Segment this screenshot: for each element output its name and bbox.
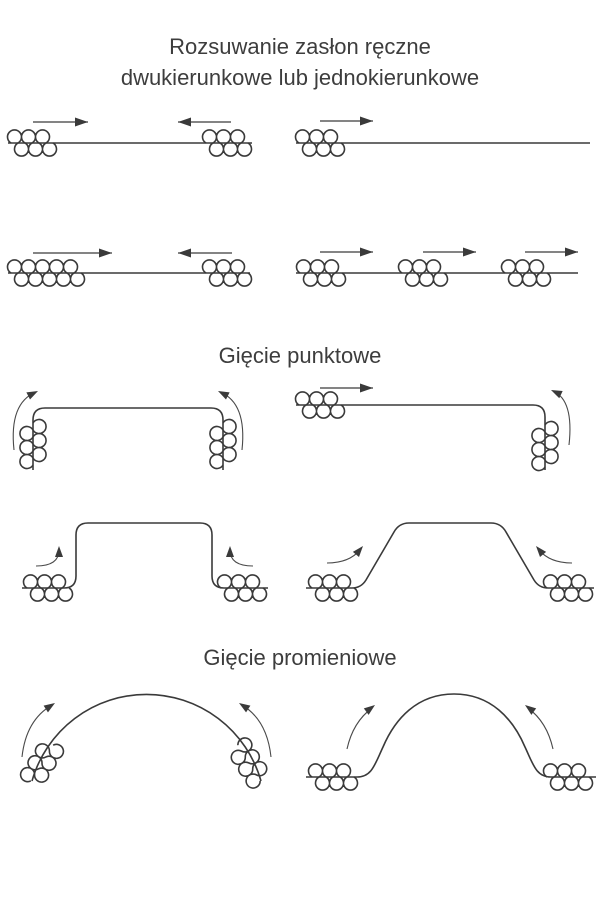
curtain-stack-coil-icon	[216, 574, 268, 602]
bend-direction-arrow-icon	[525, 705, 554, 750]
arrowhead-icon	[360, 383, 373, 393]
curtain-stack-coil-icon	[201, 129, 253, 157]
diagram-radius-curved-track	[19, 693, 272, 789]
main-title-line-1: Rozsuwanie zasłon ręczne	[169, 34, 431, 59]
curtain-stack-coil-icon	[295, 259, 347, 287]
direction-arrow-icon	[33, 117, 88, 127]
diagram-track-raised-center-right-angle-bends	[22, 522, 268, 602]
arrowhead-icon	[565, 247, 578, 257]
curtain-stack-coil-icon	[542, 763, 594, 791]
main-title-line-2: dwukierunkowe lub jednokierunkowe	[120, 65, 480, 90]
arrowhead-icon	[226, 546, 234, 557]
curtain-stack-coil-icon	[19, 743, 65, 783]
bend-direction-arrow-icon	[326, 546, 363, 564]
arrowhead-icon	[463, 247, 476, 257]
curtain-stack-coil-icon	[19, 743, 65, 783]
arrow-shaft	[229, 549, 254, 567]
arrowhead-icon	[178, 117, 191, 127]
arrow-shaft	[21, 704, 53, 758]
curtain-stack-coil-icon	[397, 259, 449, 287]
direction-arrow-icon	[320, 116, 373, 126]
arrowhead-icon	[178, 248, 191, 258]
curtain-stack-coil-icon	[531, 420, 559, 472]
diagram-arched-track-straight-ends	[306, 693, 596, 791]
bend-direction-arrow-icon	[12, 391, 38, 451]
diagram-track-both-ends-bent-90	[12, 391, 244, 470]
bend-direction-arrow-icon	[21, 703, 55, 758]
arrowhead-icon	[55, 546, 63, 557]
curtain-stack-coil-icon	[19, 418, 47, 470]
curtain-stack-coil-icon	[542, 574, 594, 602]
curtain-stack-coil-icon	[307, 574, 359, 602]
track-line	[22, 522, 268, 589]
section-title-radial-bending: Gięcie promieniowe	[203, 645, 397, 670]
direction-arrow-icon	[320, 383, 373, 393]
bend-direction-arrow-icon	[346, 705, 375, 750]
diagram-one-sided-opening-track	[294, 116, 590, 157]
arrowhead-icon	[43, 703, 55, 713]
arrowhead-icon	[551, 390, 563, 399]
bend-direction-arrow-icon	[35, 546, 63, 567]
curtain-stack-coil-icon	[230, 737, 268, 789]
main-title: Rozsuwanie zasłon ręczne dwukierunkowe l…	[0, 31, 600, 93]
curtain-stack-coil-icon	[6, 259, 86, 287]
arrow-shaft	[35, 549, 60, 567]
curtain-stack-coil-icon	[209, 418, 237, 470]
direction-arrow-icon	[320, 247, 373, 257]
diagram-track-raised-center-angled-bends	[306, 522, 594, 602]
curtain-stack-coil-icon	[6, 129, 58, 157]
arrowhead-icon	[360, 116, 373, 126]
curtain-stack-coil-icon	[230, 737, 268, 789]
curtain-stack-coil-icon	[294, 129, 346, 157]
bend-direction-arrow-icon	[226, 546, 254, 567]
arrowhead-icon	[363, 705, 375, 715]
curtain-stack-coil-icon	[22, 574, 74, 602]
diagram-two-sided-center-opening-track	[6, 117, 253, 157]
diagram-multi-panel-one-direction-track	[295, 247, 578, 287]
section-title-point-bending: Gięcie punktowe	[218, 343, 382, 368]
bend-direction-arrow-icon	[239, 703, 272, 758]
arrowhead-icon	[536, 546, 547, 557]
bend-direction-arrow-icon	[551, 390, 571, 446]
track-line	[306, 693, 596, 778]
direction-arrow-icon	[178, 248, 232, 258]
arrowhead-icon	[218, 391, 230, 400]
curtain-stack-coil-icon	[500, 259, 552, 287]
track-line	[296, 404, 546, 470]
track-line	[31, 693, 262, 782]
direction-arrow-icon	[33, 248, 112, 258]
direction-arrow-icon	[178, 117, 231, 127]
track-line	[306, 522, 594, 589]
bend-direction-arrow-icon	[218, 391, 244, 451]
arrowhead-icon	[26, 391, 38, 400]
direction-arrow-icon	[525, 247, 578, 257]
curtain-stack-coil-icon	[201, 259, 253, 287]
curtain-stack-coil-icon	[307, 763, 359, 791]
arrowhead-icon	[75, 117, 88, 127]
arrowhead-icon	[239, 703, 251, 713]
diagram-two-sided-track-wide-stack	[6, 248, 253, 287]
arrowhead-icon	[360, 247, 373, 257]
bend-direction-arrow-icon	[536, 546, 573, 564]
diagram-track-one-end-bent-90	[294, 383, 571, 472]
arrowhead-icon	[99, 248, 112, 258]
direction-arrow-icon	[423, 247, 476, 257]
arrowhead-icon	[525, 705, 537, 715]
curtain-stack-coil-icon	[294, 391, 346, 419]
track-line	[32, 407, 224, 470]
arrowhead-icon	[352, 546, 363, 557]
